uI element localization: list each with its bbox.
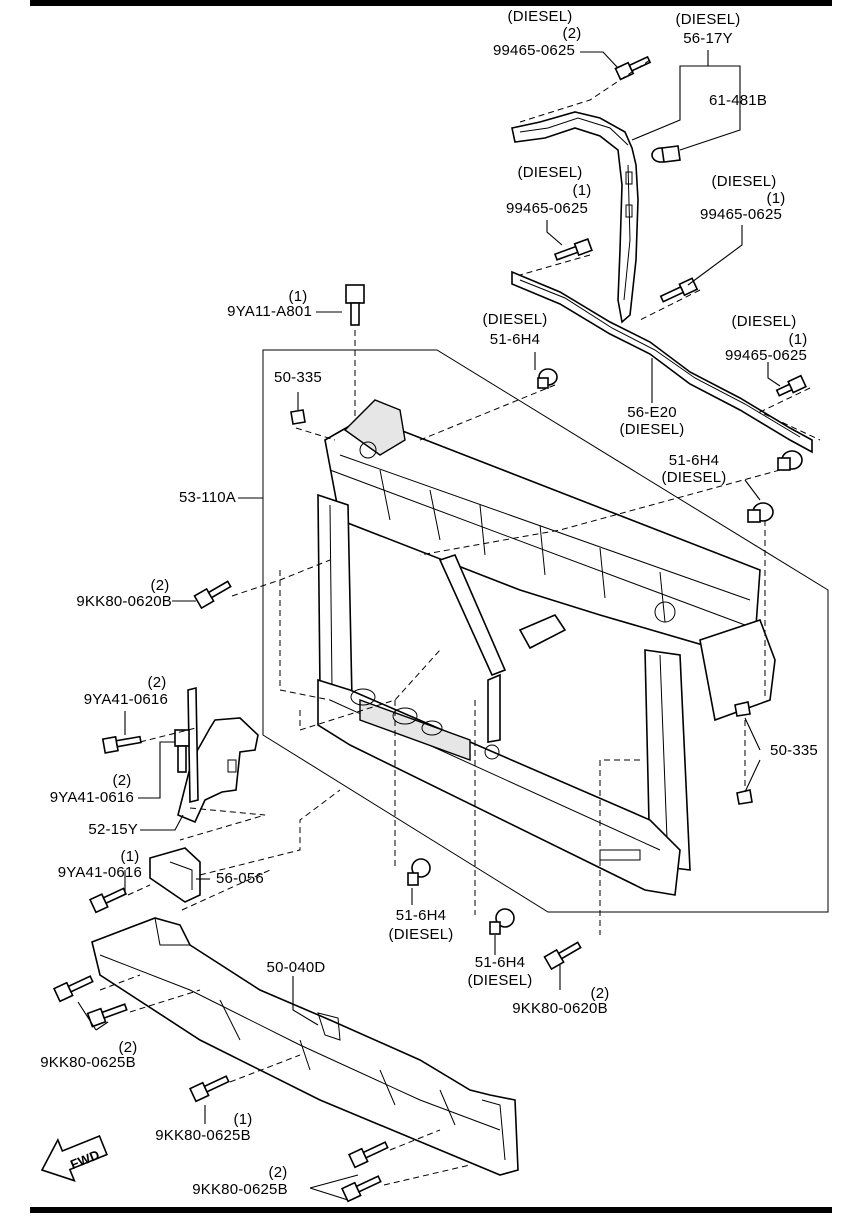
label-part-number: 56-17Y <box>683 30 733 47</box>
label-diesel: (DIESEL) <box>507 8 573 25</box>
label-quantity: (2) <box>112 772 132 789</box>
label-part-number: 9YA41-0616 <box>57 864 142 881</box>
fwd-arrow-icon <box>40 1134 108 1182</box>
label-quantity: (2) <box>147 674 167 691</box>
radiator-support-53-110a <box>317 399 776 896</box>
label-part-number: 50-335 <box>770 742 818 759</box>
bracket-52-15y <box>177 686 259 824</box>
label-part-number: 51-6H4 <box>668 452 720 469</box>
nut-51-6h4-right-b <box>747 502 774 523</box>
label-part-number: 9KK80-0620B <box>512 1000 608 1017</box>
lower-cover-50-040d <box>91 917 519 1176</box>
assembly-outline <box>262 349 829 913</box>
label-diesel: (DIESEL) <box>661 469 727 486</box>
label-quantity: (1) <box>572 182 592 199</box>
label-part-number: 52-15Y <box>88 821 138 838</box>
label-diesel: (DIESEL) <box>711 173 777 190</box>
label-part-number: 50-335 <box>274 369 322 386</box>
nut-51-6h4-right-a <box>777 450 803 471</box>
label-part-number: 9KK80-0625B <box>155 1127 251 1144</box>
top-rule <box>30 0 832 6</box>
bar-56-e20 <box>511 270 813 454</box>
assembly-dashed-lines <box>99 59 821 1186</box>
deflector-56-056 <box>149 847 201 903</box>
bolt-9ya41-top <box>101 735 142 754</box>
label-part-number: 99465-0625 <box>724 347 808 364</box>
label-diesel: (DIESEL) <box>731 313 797 330</box>
label-part-number: 9KK80-0625B <box>40 1054 136 1071</box>
label-part-number: 51-6H4 <box>395 907 447 924</box>
bolt-9ya41-low <box>88 887 128 914</box>
bolt-9kk80-0620b-right <box>543 941 582 971</box>
label-part-number: 99465-0625 <box>699 206 783 223</box>
clip-50-335-left <box>290 409 306 425</box>
label-quantity: (1) <box>766 190 786 207</box>
label-quantity: (1) <box>788 331 808 348</box>
label-quantity: (1) <box>288 288 308 305</box>
label-part-number: 53-110A <box>179 489 236 506</box>
label-part-number: 51-6H4 <box>489 331 541 348</box>
label-quantity: (2) <box>150 577 170 594</box>
label-part-number: 9YA41-0616 <box>83 691 168 708</box>
bolt-99465-top <box>614 55 652 81</box>
label-part-number: 56-056 <box>216 870 264 887</box>
clip-61-481b <box>651 145 681 163</box>
label-part-number: 99465-0625 <box>492 42 576 59</box>
label-quantity: (1) <box>233 1111 253 1128</box>
label-diesel: (DIESEL) <box>388 926 454 943</box>
label-quantity: (2) <box>562 25 582 42</box>
label-diesel: (DIESEL) <box>482 311 548 328</box>
clip-50-335-right-a <box>734 701 751 717</box>
bolt-9kk80-0625b-left-a <box>52 975 94 1003</box>
bolt-99465-mid-left <box>553 238 593 261</box>
label-quantity: (1) <box>120 848 140 865</box>
leader-lines <box>77 50 781 1201</box>
label-diesel: (DIESEL) <box>467 972 533 989</box>
bolt-9kk80-0625b-bottom-b <box>340 1175 382 1203</box>
label-part-number: 9KK80-0625B <box>192 1181 288 1198</box>
clip-50-335-right-b <box>736 789 753 805</box>
label-part-number: 51-6H4 <box>474 954 526 971</box>
nut-51-6h4-bottom-1 <box>407 858 431 886</box>
bolt-9ya41-mid <box>174 729 190 773</box>
label-quantity: (2) <box>118 1039 138 1056</box>
bolt-9ya11-a801 <box>345 284 365 326</box>
label-part-number: 61-481B <box>708 92 768 109</box>
bolt-9kk80-0620b-left <box>193 580 232 610</box>
bottom-rule <box>30 1207 832 1213</box>
label-part-number: 9YA41-0616 <box>49 789 134 806</box>
label-quantity: (2) <box>268 1164 288 1181</box>
bolt-9kk80-0625b-mid <box>188 1075 230 1103</box>
label-diesel: (DIESEL) <box>517 164 583 181</box>
label-part-number: 99465-0625 <box>505 200 589 217</box>
label-diesel: (DIESEL) <box>675 11 741 28</box>
nut-51-6h4-bottom-2 <box>489 908 515 935</box>
label-quantity: (2) <box>590 985 610 1002</box>
label-diesel: (DIESEL) <box>619 421 685 438</box>
label-part-number: 9KK80-0620B <box>76 593 172 610</box>
label-part-number: 9YA11-A801 <box>227 303 312 320</box>
label-part-number: 50-040D <box>266 959 326 976</box>
nut-51-6h4-top <box>537 368 558 389</box>
bolt-99465-mid-right <box>659 277 699 303</box>
bracket-56-17y <box>511 111 639 324</box>
label-part-number: 56-E20 <box>627 404 677 421</box>
bolt-9kk80-0625b-bottom-a <box>347 1141 389 1169</box>
bolt-99465-right <box>775 374 807 397</box>
